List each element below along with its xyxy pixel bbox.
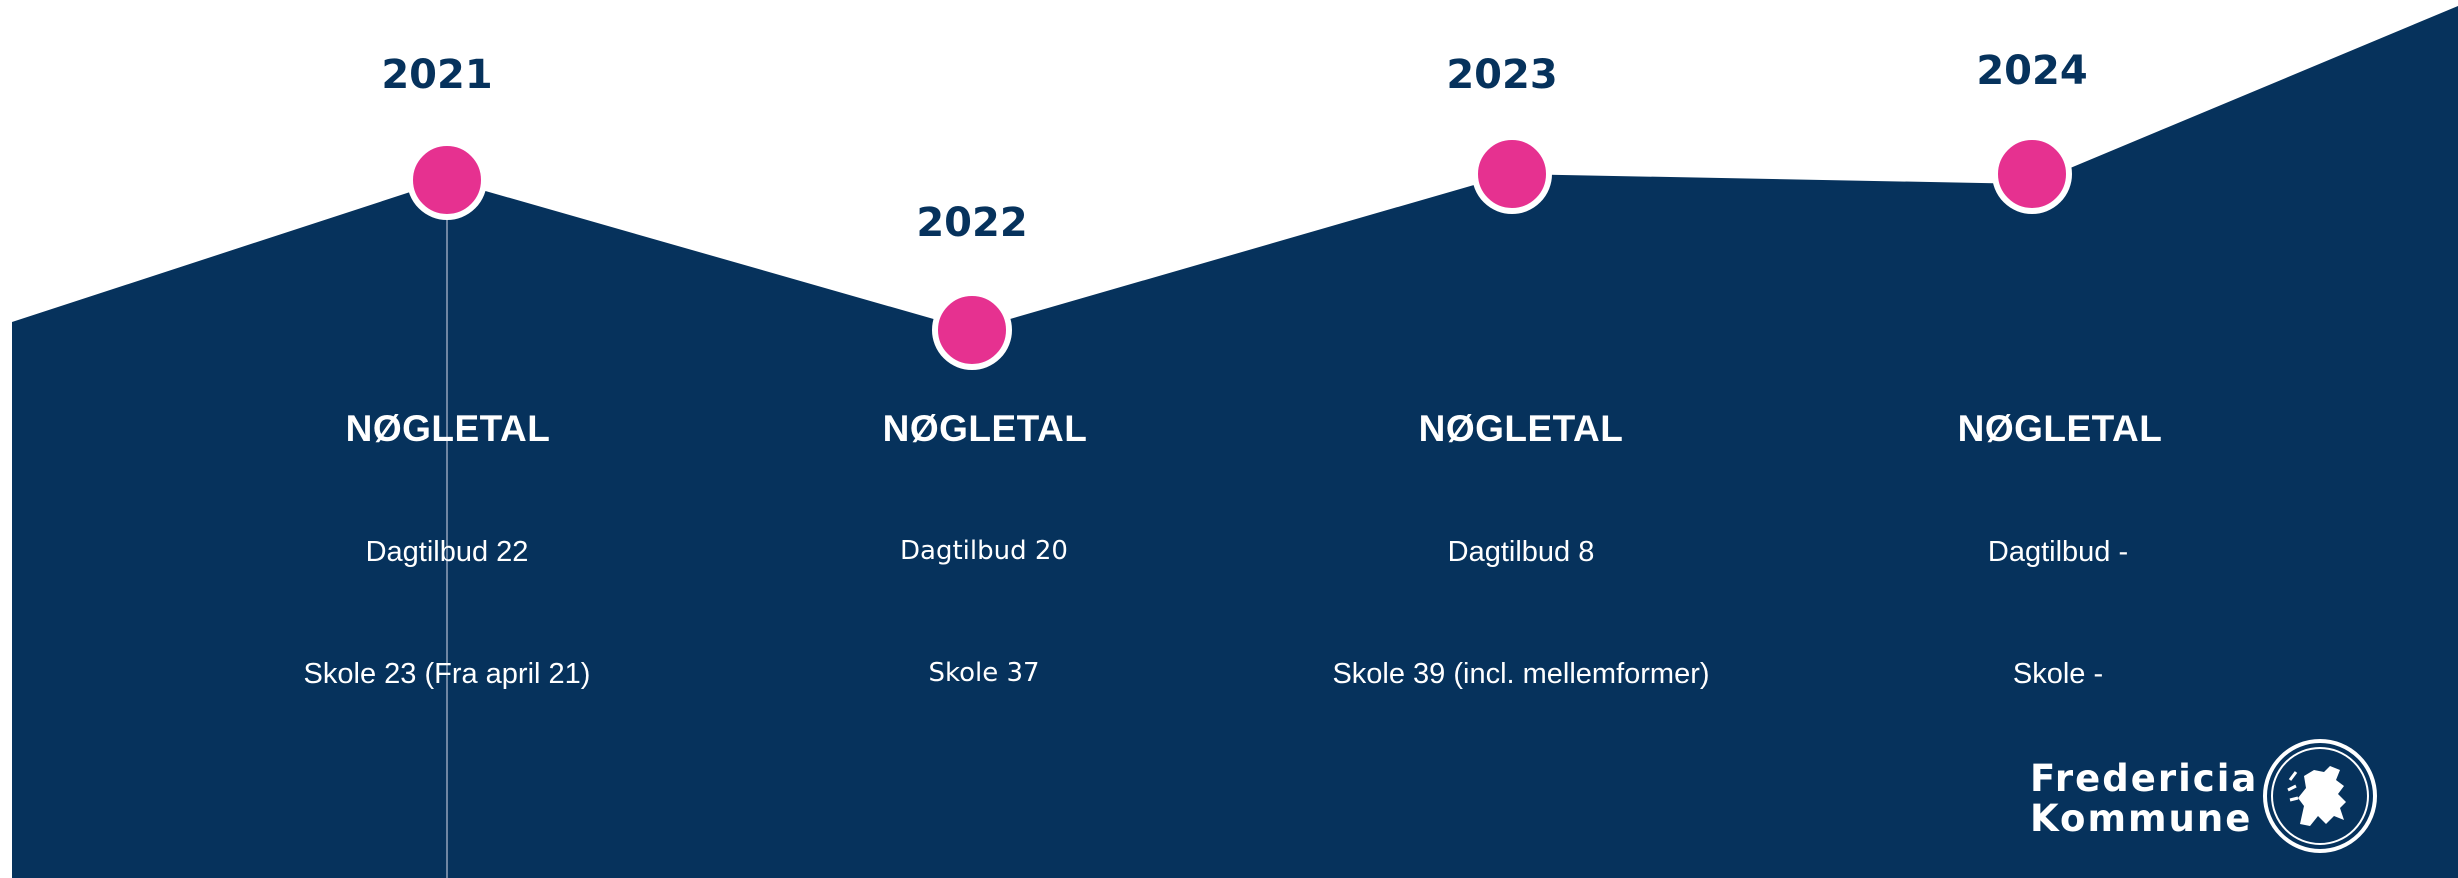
- year-label: 2023: [1446, 52, 1558, 98]
- key-figures-heading: NØGLETAL: [1957, 408, 2163, 449]
- school-figure: Skole -: [2012, 658, 2104, 690]
- marker-2021: [407, 140, 487, 220]
- daycare-figure: Dagtilbud 8: [1447, 536, 1595, 568]
- year-label: 2024: [1976, 48, 2088, 94]
- navy-area: [12, 6, 2458, 878]
- school-figure: Skole 23 (Fra april 21): [303, 658, 591, 690]
- logo-line-2: Kommune: [2030, 797, 2253, 840]
- logo-line-1: Fredericia: [2030, 757, 2259, 800]
- key-figures-heading: NØGLETAL: [345, 408, 551, 449]
- fredericia-kommune-logo: Fredericia Kommune: [2030, 739, 2390, 865]
- marker-2024: [1992, 134, 2072, 214]
- marker-2022: [932, 290, 1012, 370]
- key-figures-heading: NØGLETAL: [882, 408, 1088, 449]
- key-figures-heading: NØGLETAL: [1418, 408, 1624, 449]
- daycare-figure: Dagtilbud 20: [900, 536, 1068, 566]
- daycare-figure: Dagtilbud -: [1987, 536, 2129, 568]
- marker-2023: [1472, 134, 1552, 214]
- lion-crest-icon: [2263, 739, 2377, 853]
- daycare-figure: Dagtilbud 22: [365, 536, 529, 568]
- year-label: 2022: [916, 200, 1028, 246]
- school-figure: Skole 39 (incl. mellemformer): [1332, 658, 1710, 690]
- school-figure: Skole 37: [928, 658, 1040, 688]
- year-label: 2021: [381, 52, 493, 98]
